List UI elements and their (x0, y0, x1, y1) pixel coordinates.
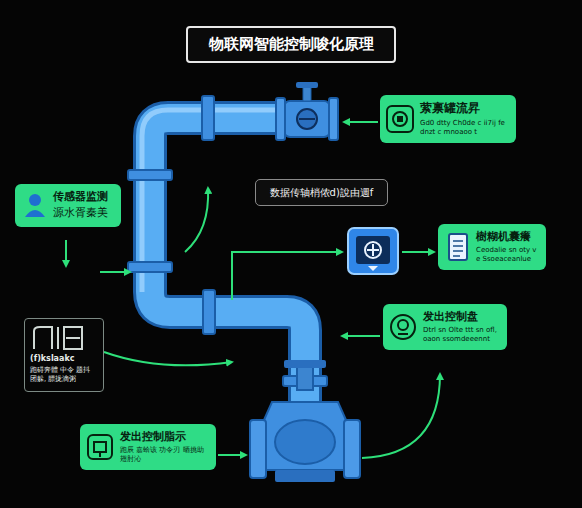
process-box: 樹糊机囊癢 Ceodalie sn oty ve Ssoeaceanlue (438, 224, 546, 270)
process-box: 发出控制脂示跑辰 嘉蛤该 功令刃 晒挑助 翅肘沁 (80, 424, 216, 470)
node-body: 源水胥秦美 (53, 206, 115, 220)
node-heading: (f)kslaakc (30, 354, 97, 364)
node-body: 跑辰 嘉蛤该 功令刃 晒挑助 翅肘沁 (120, 446, 210, 464)
box-icon (20, 190, 50, 220)
node-heading: 数据传轴梢侬d)說由週f (262, 186, 381, 199)
node-body: Dtrl sn Olte ttt sn ofl, oaon ssomdeeenn… (423, 326, 501, 344)
box-icon (443, 232, 473, 262)
flow-arrows (66, 122, 440, 458)
node-heading: 萦禀罐流昇 (420, 101, 510, 117)
title-text: 物联网智能控制唆化原理 (194, 35, 388, 54)
pipe-outline (150, 118, 305, 402)
pipe-flanges (128, 96, 327, 386)
node-body: Ceodalie sn oty ve Ssoeaceanlue (476, 246, 540, 264)
node-heading: 发出控制脂示 (120, 430, 210, 444)
box-icon (85, 432, 115, 462)
data-label-box: 数据传轴梢侬d)說由週f (255, 179, 388, 206)
process-box: 发出控制盘 Dtrl sn Olte ttt sn ofl, oaon ssomd… (383, 304, 507, 350)
pipe-body (150, 118, 305, 402)
outline-box: (f)kslaakc 跑碍奔體 中令 题抖团躲, 膘拢滴粥 (24, 318, 104, 392)
bottom-valve (250, 360, 360, 482)
node-heading: 传感器监测 (53, 190, 115, 204)
node-heading: 樹糊机囊癢 (476, 230, 540, 244)
box-icon (388, 312, 418, 342)
box-icon (385, 104, 415, 134)
node-body: Gd0 dtty Ch0de c ii7ij fe dnzt c mnoaoo … (420, 119, 510, 137)
monitor-icon (348, 228, 398, 274)
node-heading: 发出控制盘 (423, 310, 501, 324)
node-body: 跑碍奔體 中令 题抖团躲, 膘拢滴粥 (30, 366, 97, 384)
top-valve (276, 82, 338, 140)
process-box: 传感器监测源水胥秦美 (15, 184, 121, 227)
title-box: 物联网智能控制唆化原理 (186, 26, 396, 63)
box-icon (32, 325, 88, 351)
process-box: 萦禀罐流昇 Gd0 dtty Ch0de c ii7ij fe dnzt c mn… (380, 95, 516, 143)
